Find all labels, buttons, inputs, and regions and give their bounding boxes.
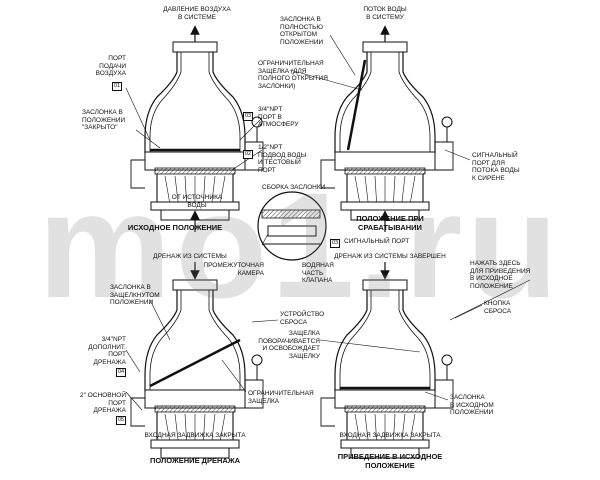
p2-clapper-open-label: ЗАСЛОНКА В ПОЛНОСТЬЮ ОТКРЫТОМ ПОЛОЖЕНИИ: [280, 16, 324, 46]
p4-bottom-label: ВХОДНАЯ ЗАДВИЖКА ЗАКРЫТА: [339, 432, 441, 439]
p1-air-port-num: 01: [112, 82, 123, 91]
p3-title: ПОЛОЖЕНИЕ ДРЕНАЖА: [149, 456, 241, 465]
p2-title: ПОЛОЖЕНИЕ ПРИ СРАБАТЫВАНИИ: [356, 214, 424, 232]
p1-air-port-label: ПОРТ ПОДАЧИ ВОЗДУХА: [95, 55, 126, 77]
valve-reset: [320, 262, 454, 459]
center-chamber-label: ПРОМЕЖУТОЧНАЯ КАМЕРА: [203, 262, 264, 277]
p3-aux-drain-label: 3/4"NPT ДОПОЛНИТ. ПОРТ ДРЕНАЖА: [88, 336, 126, 366]
p4-press-here-label: НАЖАТЬ ЗДЕСЬ ДЛЯ ПРИВЕДЕНИЯ В ИСХОДНОЕ П…: [470, 260, 531, 290]
center-signal-num: 03: [330, 239, 341, 248]
leader-lines: [125, 34, 531, 411]
p4-reset-button-label: КНОПКА СБРОСА: [484, 300, 512, 315]
center-assembly-label: СБОРКА ЗАСЛОНКИ: [262, 184, 326, 191]
p2-latch-limit-label: ОГРАНИЧИТЕЛЬНАЯ ЗАЩЕЛКА (ДЛЯ ПОЛНОГО ОТК…: [258, 60, 328, 90]
p3-latch-label: ОГРАНИЧИТЕЛЬНАЯ ЗАЩЕЛКА: [248, 390, 314, 405]
clapper-detail: [257, 191, 327, 261]
p1-clapper-closed-label: ЗАСЛОНКА В ПОЛОЖЕНИИ "ЗАКРЫТО": [82, 109, 126, 131]
p2-signal-port-label: СИГНАЛЬНЫЙ ПОРТ ДЛЯ ПОТОКА ВОДЫ К СИРЕНЕ: [472, 152, 520, 182]
p4-top-label: ДРЕНАЖ ИЗ СИСТЕМЫ ЗАВЕРШЕН: [334, 253, 446, 260]
center-signal-label: СИГНАЛЬНЫЙ ПОРТ: [344, 238, 410, 245]
p1-atm-port-num: 03: [243, 112, 254, 121]
p3-aux-drain-num: 04: [116, 368, 127, 377]
p1-top-label: ДАВЛЕНИЕ ВОЗДУХА В СИСТЕМЕ: [163, 6, 231, 21]
valve-drain: [130, 262, 264, 459]
p1-atm-port-label: 3/4"NPT ПОРТ В АТМОСФЕРУ: [258, 106, 299, 128]
watermark-text: mo1.ru: [37, 161, 563, 329]
p1-water-port-num: 02: [243, 150, 254, 159]
p3-clapper-latched-label: ЗАСЛОНКА В ЗАЩЕЛКНУТОМ ПОЛОЖЕНИИ: [110, 284, 160, 306]
p3-bottom-label: ВХОДНАЯ ЗАДВИЖКА ЗАКРЫТА: [144, 432, 246, 439]
p4-latch-rotates-label: ЗАЩЕЛКА ПОВОРАЧИВАЕТСЯ И ОСВОБОЖДАЕТ ЗАЩ…: [258, 330, 320, 360]
p3-top-label: ДРЕНАЖ ИЗ СИСТЕМЫ: [153, 253, 227, 260]
p2-top-label: ПОТОК ВОДЫ В СИСТЕМУ: [363, 6, 407, 21]
p1-title: ИСХОДНОЕ ПОЛОЖЕНИЕ: [127, 223, 223, 232]
p4-title: ПРИВЕДЕНИЕ В ИСХОДНОЕ ПОЛОЖЕНИЕ: [337, 452, 443, 470]
p3-main-drain-num: 05: [116, 416, 127, 425]
p3-main-drain-label: 2" ОСНОВНОЙ ПОРТ ДРЕНАЖА: [80, 392, 126, 414]
valve-tripped: [320, 25, 454, 232]
valve-standby: [130, 25, 264, 232]
p1-bottom-label: ОТ ИСТОЧНИКА ВОДЫ: [171, 194, 223, 209]
center-water-part-label: ВОДЯНАЯ ЧАСТЬ КЛАПАНА: [302, 262, 334, 284]
p3-reset-device-label: УСТРОЙСТВО СБРОСА: [280, 311, 325, 326]
p4-clapper-home-label: ЗАСЛОНКА В ИСХОДНОМ ПОЛОЖЕНИИ: [450, 394, 494, 416]
p1-water-port-label: 1/2"NPT ПОДВОД ВОДЫ И ТЕСТОВЫЙ ПОРТ: [258, 144, 307, 174]
